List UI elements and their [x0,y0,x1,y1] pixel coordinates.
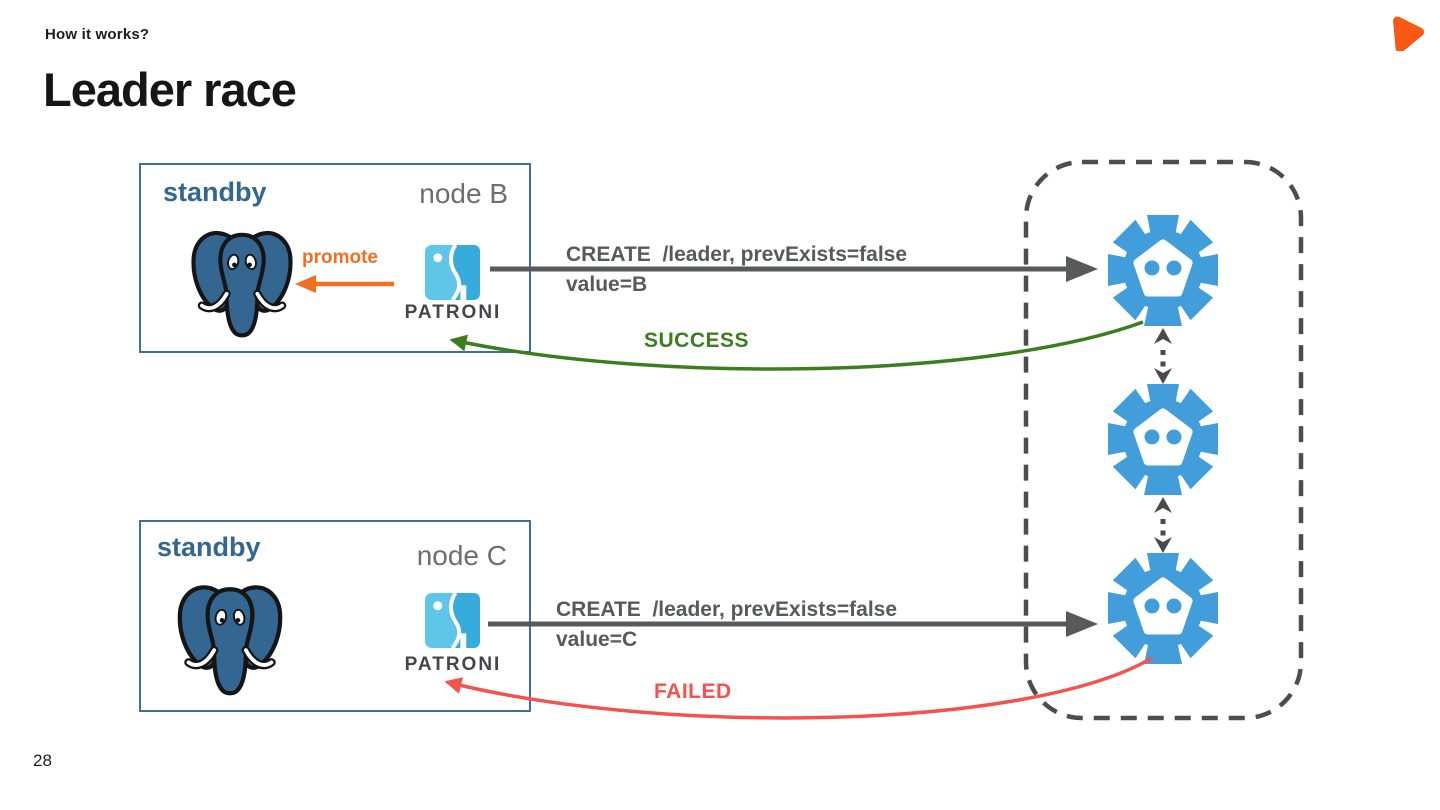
node-c-role-label: standby [157,532,261,562]
success-label: SUCCESS [644,329,750,352]
brand-play-logo-icon [1393,16,1425,51]
promote-label: promote [302,247,378,268]
create-request-c-line2: value=C [556,628,638,651]
etcd-sync-connector-icon [1154,497,1172,553]
node-b-role-label: standby [163,177,267,207]
etcd-sync-connector-icon [1154,328,1172,384]
etcd-node-icon [1108,384,1218,495]
failed-label: FAILED [654,680,732,703]
patroni-wordmark: PATRONI [404,654,502,675]
dcs-cluster-boundary [1023,159,1304,721]
etcd-node-icon [1108,215,1218,326]
node-b-box: standby node B PATRONI [139,163,531,353]
patroni-icon [425,245,480,300]
node-c-box: standby node C PATRONI [139,520,531,712]
page-title: Leader race [43,63,297,116]
postgresql-elephant-icon [191,230,293,338]
create-request-b-line2: value=B [566,273,648,296]
node-b-name-label: node B [419,178,508,209]
etcd-node-icon [1108,553,1218,664]
success-response-arrow [449,320,1144,371]
create-request-c-line1: CREATE /leader, prevExists=false [556,598,898,621]
create-request-b-line1: CREATE /leader, prevExists=false [566,243,908,266]
patroni-wordmark: PATRONI [404,302,502,323]
page-number: 28 [33,751,52,770]
postgresql-elephant-icon [177,585,283,696]
failed-response-arrow [444,656,1153,720]
node-c-name-label: node C [416,540,507,571]
slide-eyebrow: How it works? [45,26,150,43]
patroni-icon [425,593,480,648]
